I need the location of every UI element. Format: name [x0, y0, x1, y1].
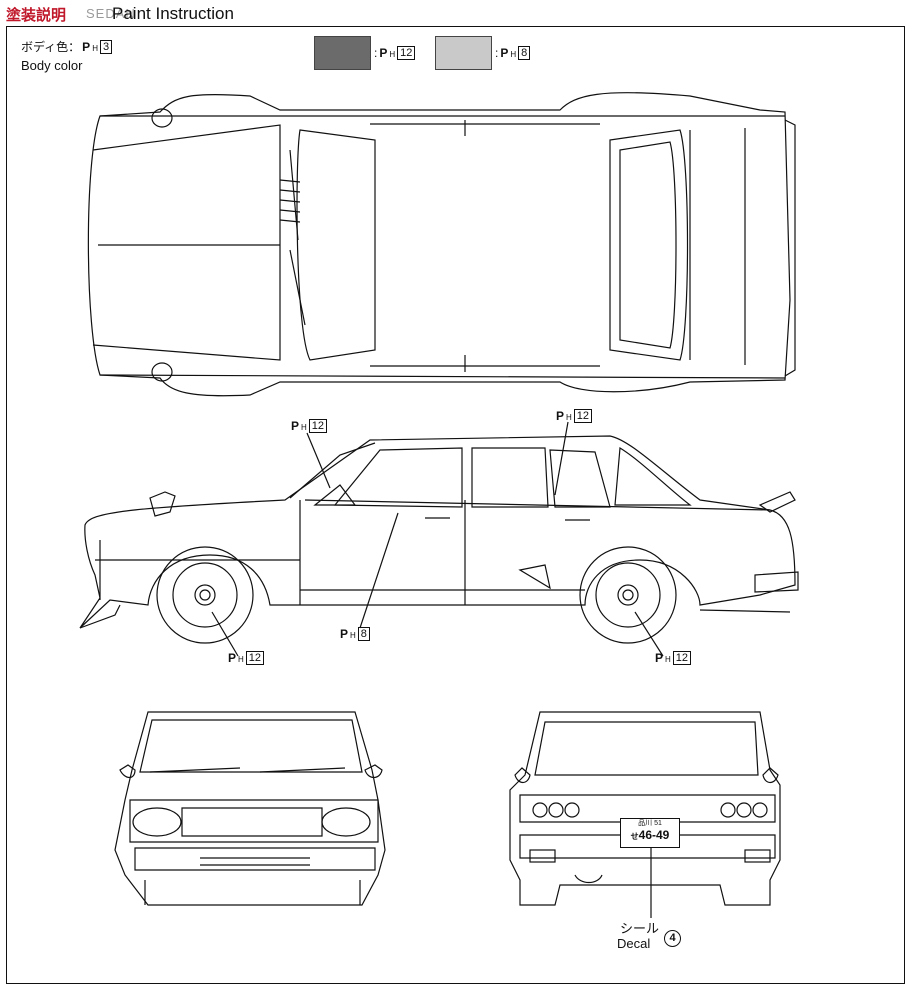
- license-plate-top: 品川 51: [638, 820, 662, 827]
- body-color-label-en: Body color: [21, 58, 83, 73]
- car-top-view: [87, 92, 796, 397]
- car-front-view: [114, 711, 386, 906]
- paint-prefix: P: [82, 39, 91, 54]
- decal-label-jp: シール: [620, 921, 660, 936]
- swatch-light-gray: [435, 36, 492, 70]
- paint-sub: H: [92, 43, 98, 53]
- diagram-frame: [6, 26, 905, 984]
- paint-number: 3: [99, 39, 113, 54]
- license-plate-number: 46-49: [638, 828, 670, 842]
- watermark: SEDAN: [86, 6, 136, 21]
- license-plate: 品川 51 せ46-49: [620, 818, 680, 848]
- car-side-view: [79, 435, 799, 644]
- decal-label-en: Decal: [617, 936, 651, 951]
- license-plate-hiragana: せ: [630, 832, 639, 841]
- title-english: Paint Instruction: [112, 4, 234, 23]
- body-color-label-jp: ボディ色：: [21, 40, 81, 54]
- swatch-dark-gray: [314, 36, 371, 70]
- callout-leader-lines: [211, 421, 664, 657]
- title-japanese: 塗装説明: [6, 7, 67, 24]
- decal-number-badge: 4: [664, 930, 681, 947]
- car-rear-view: [509, 711, 781, 918]
